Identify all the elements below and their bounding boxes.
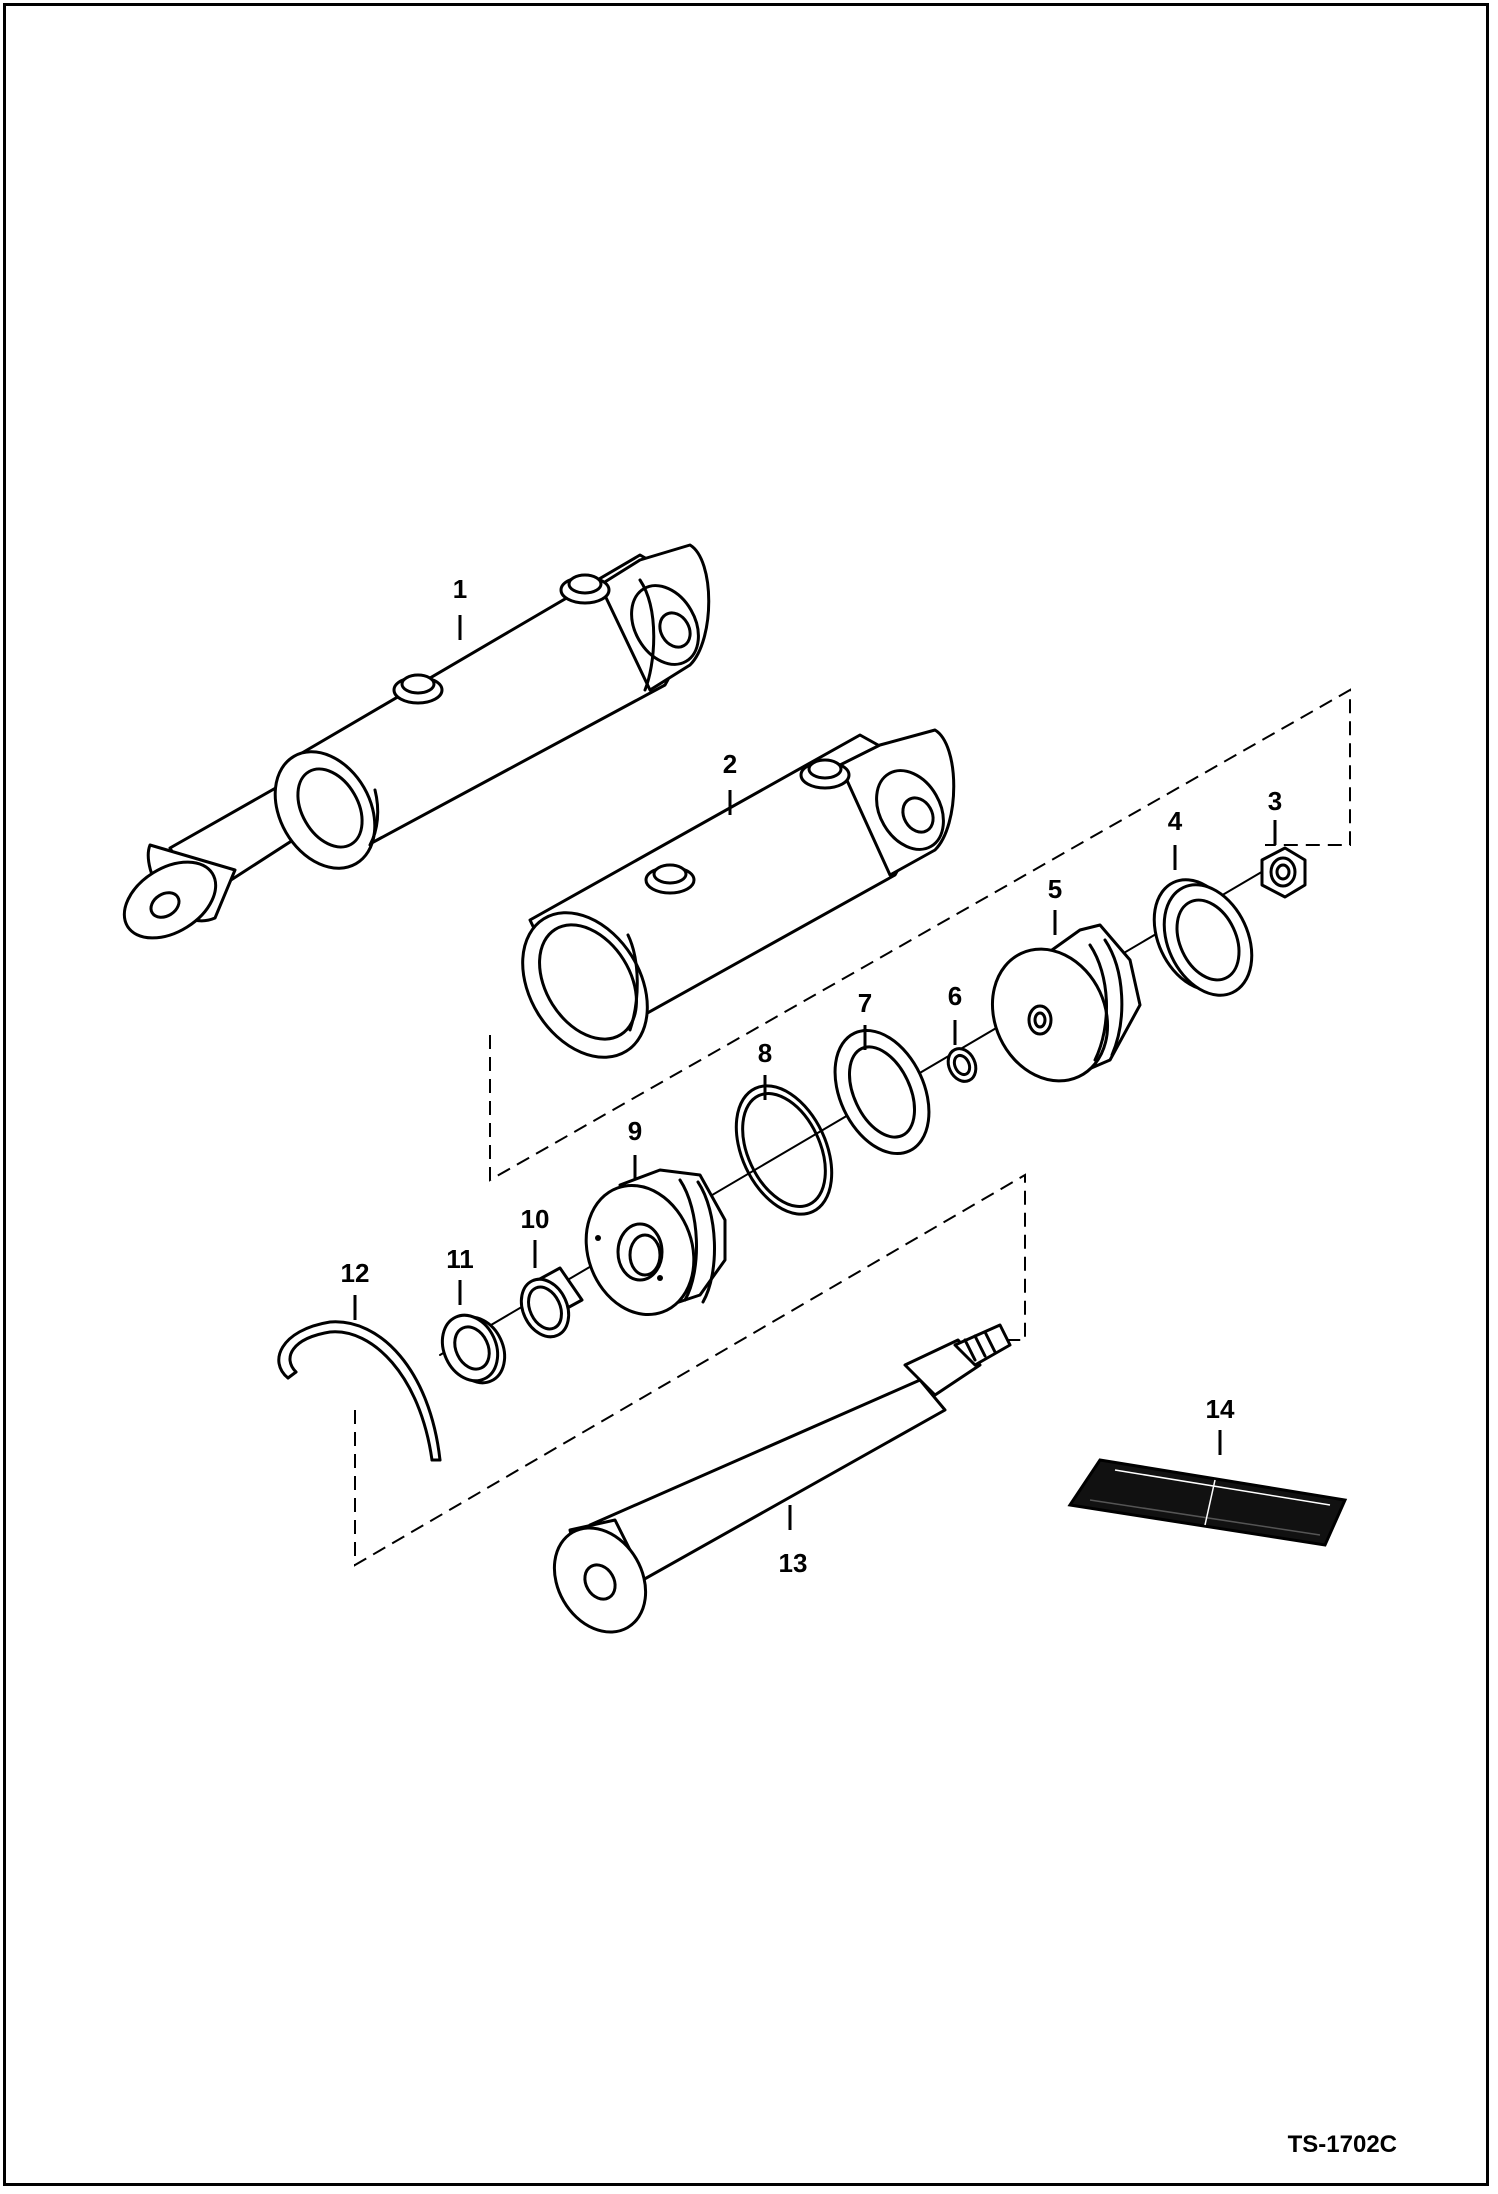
- part-5-piston: [990, 923, 1142, 1083]
- callout-12: 12: [341, 1258, 370, 1288]
- callout-8: 8: [758, 1038, 772, 1068]
- callout-13: 13: [779, 1548, 808, 1578]
- callout-14: 14: [1206, 1394, 1235, 1424]
- callout-5: 5: [1048, 874, 1062, 904]
- callout-9: 9: [628, 1116, 642, 1146]
- callout-10: 10: [521, 1204, 550, 1234]
- callout-4: 4: [1168, 806, 1183, 836]
- callout-3: 3: [1268, 786, 1282, 816]
- assembly-outline-lower: [354, 1173, 1026, 1567]
- part-3-nut: [1260, 846, 1307, 899]
- part-9-gland: [584, 1168, 727, 1317]
- callout-2: 2: [723, 749, 737, 779]
- callout-1: 1: [453, 574, 467, 604]
- assembly-outline-upper: [489, 688, 1351, 1182]
- part-8-seal-ring: [734, 1084, 834, 1216]
- part-10-bushing: [519, 1266, 584, 1339]
- part-4-wear-ring: [1152, 878, 1254, 997]
- callout-6: 6: [948, 981, 962, 1011]
- callout-7: 7: [858, 988, 872, 1018]
- part-6-o-ring: [946, 1047, 978, 1083]
- part-11-rod-wiper: [440, 1313, 507, 1385]
- part-1-cylinder-assembly: [122, 543, 711, 940]
- part-7-backup-washer: [833, 1028, 931, 1156]
- part-2-cylinder-barrel: [521, 728, 956, 1059]
- part-13-piston-rod: [552, 1323, 1012, 1634]
- reference-code: TS-1702C: [1288, 2131, 1397, 2158]
- part-14-decal: [1067, 1458, 1348, 1547]
- part-12-retaining-ring: [277, 1320, 442, 1462]
- callout-11: 11: [446, 1244, 474, 1274]
